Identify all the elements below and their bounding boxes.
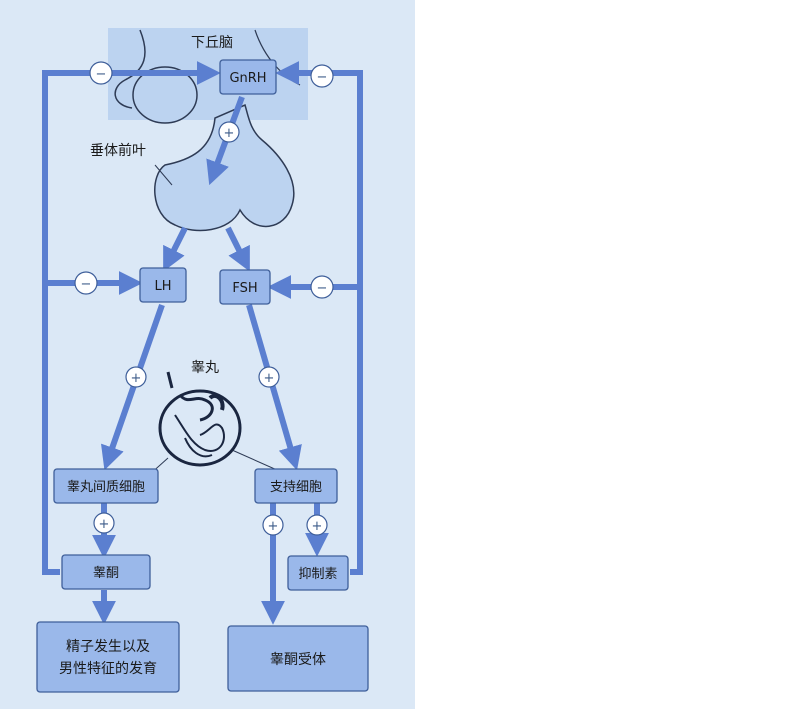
node-sertoli-cells: 支持细胞	[254, 468, 338, 504]
node-inhibin: 抑制素	[287, 555, 349, 591]
node-gnrh: GnRH	[219, 59, 277, 95]
node-gnrh-label: GnRH	[229, 71, 266, 86]
stimulate-sign-sertoli-inhibin: +	[306, 514, 328, 536]
inhibit-sign-gnrh-left: −	[89, 61, 113, 85]
stimulate-sign-leydig-label: +	[99, 517, 110, 532]
brain-contour	[114, 29, 146, 109]
stimulate-sign-fsh: +	[258, 366, 280, 388]
hypothalamus-label: 下丘脑	[191, 35, 233, 51]
arrow-pituitary-fsh	[225, 226, 250, 272]
node-receptor-label: 睾酮受体	[270, 652, 326, 668]
testis-label: 睾丸	[191, 360, 219, 376]
node-lh: LH	[139, 267, 187, 303]
stimulate-sign-sertoli-inhibin-label: +	[312, 519, 323, 534]
inhibit-sign-lh-label: −	[81, 277, 92, 292]
node-lh-label: LH	[154, 279, 171, 294]
pituitary-pointer	[154, 164, 173, 186]
node-testosterone-label: 睾酮	[93, 565, 119, 581]
inhibit-sign-lh: −	[74, 271, 98, 295]
inhibit-sign-gnrh-left-label: −	[96, 67, 107, 82]
node-spermatogenesis-line1: 精子发生以及	[66, 639, 150, 655]
arrow-pituitary-lh	[163, 226, 188, 272]
stimulate-sign-gnrh: +	[218, 121, 240, 143]
node-sertoli-label: 支持细胞	[270, 480, 322, 495]
inhibit-sign-fsh: −	[310, 275, 334, 299]
node-leydig-label: 睾丸间质细胞	[67, 479, 145, 495]
pituitary-label: 垂体前叶	[90, 142, 146, 159]
node-inhibin-label: 抑制素	[298, 567, 337, 582]
node-testosterone-receptor: 睾酮受体	[227, 625, 369, 692]
inhibit-sign-gnrh-right: −	[310, 64, 334, 88]
node-fsh: FSH	[219, 269, 271, 305]
stimulate-sign-lh: +	[125, 366, 147, 388]
stimulate-sign-leydig: +	[93, 512, 115, 534]
node-spermatogenesis: 精子发生以及 男性特征的发育	[36, 621, 180, 693]
inhibit-sign-fsh-label: −	[317, 281, 328, 296]
node-fsh-label: FSH	[232, 281, 257, 296]
testis-illustration	[129, 371, 296, 493]
node-spermatogenesis-line2: 男性特征的发育	[59, 661, 157, 677]
node-leydig-cells: 睾丸间质细胞	[53, 468, 159, 504]
stimulate-sign-fsh-label: +	[264, 371, 275, 386]
stimulate-sign-lh-label: +	[131, 371, 142, 386]
mamillary-body	[132, 66, 198, 124]
stimulate-sign-sertoli-receptor: +	[262, 514, 284, 536]
stimulate-sign-gnrh-label: +	[224, 126, 235, 141]
feedback-loop-testosterone	[42, 61, 221, 575]
inhibit-sign-gnrh-right-label: −	[317, 70, 328, 85]
node-testosterone: 睾酮	[61, 554, 151, 590]
stimulate-sign-sertoli-receptor-label: +	[268, 519, 279, 534]
